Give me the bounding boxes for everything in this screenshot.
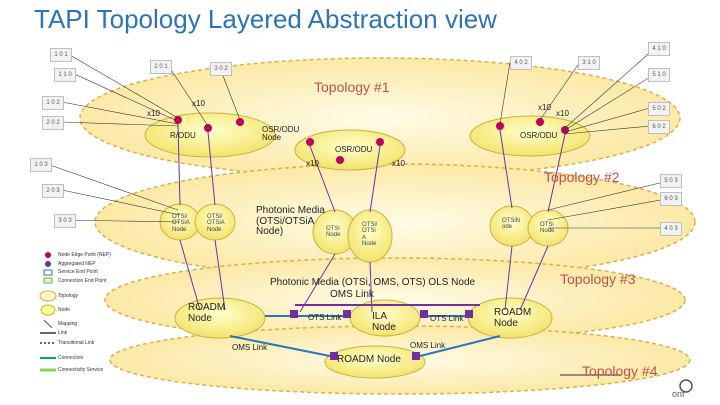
otsi-node-label: OTSi Node (326, 226, 341, 239)
otsi-node-label: OTSi/ OTSiA Node (172, 214, 190, 233)
multiplier-x10: x10 (192, 99, 205, 108)
nep-box: 1 1 0 (54, 68, 76, 82)
otsi-node-label: OTSi Node (540, 222, 555, 235)
legend-connectivity-service: Connectivity Service (58, 367, 104, 373)
legend-connection: Connection (58, 355, 84, 361)
nep-box: 4 0 2 (510, 56, 532, 70)
legend-icons (39, 252, 57, 372)
nep-box: 4 1 0 (648, 42, 670, 56)
roadm-node-bottom-oval (324, 345, 426, 379)
side-connectors (49, 47, 673, 229)
multiplier-x10: x10 (556, 109, 569, 118)
osr-node-right (469, 115, 591, 157)
nep-box: 1 0 3 (30, 158, 52, 172)
topology-2-label: Topology #2 (544, 169, 620, 185)
roadm-node-left-label: ROADM Node (188, 302, 226, 324)
osr-odu-left-label: R/ODU (170, 131, 196, 140)
multiplier-x10: x10 (392, 159, 405, 168)
nep-box: 6 0 2 (648, 120, 670, 134)
legend-nep: Node Edge Point (NEP) (58, 252, 111, 258)
multiplier-x10: x10 (147, 109, 160, 118)
nep-box: 5 0 3 (660, 174, 682, 188)
nep-box: 1 0 2 (42, 96, 64, 110)
legend-transitional-link: Transitional Link (58, 340, 95, 346)
photonic-ols-label: Photonic Media (OTSi, OMS, OTS) OLS Node (270, 277, 476, 288)
mapping-lines (177, 123, 566, 313)
oms-link-left-label: OMS Link (232, 343, 268, 352)
nep-box: 2 0 2 (42, 116, 64, 130)
otsi-node-group-center (312, 209, 393, 263)
page-title: TAPI Topology Layered Abstraction view (34, 4, 497, 34)
nep-box: 3 1 0 (578, 56, 600, 70)
nep-box: 6 0 3 (660, 192, 682, 206)
roadm-node-left-oval (174, 297, 266, 339)
nep-box: 1 0 1 (50, 48, 72, 62)
legend-mapping: Mapping (58, 321, 78, 327)
otsi-node-label: OTSi/ OTSiA Node (207, 214, 225, 233)
legend-cep: Connection End Point (58, 278, 107, 284)
nep-box: 5 1 0 (648, 68, 670, 82)
osr-odu-right-label: OSR/ODU (520, 131, 558, 140)
nep-box: 3 0 3 (54, 214, 76, 228)
nep-box: 3 0 2 (210, 62, 232, 76)
ila-node-label: ILA Node (372, 311, 396, 333)
legend-aggregated-nep: Aggregated NEP (58, 261, 96, 267)
nep-box: 5 0 2 (648, 102, 670, 116)
legend-node: Node (58, 307, 70, 313)
onf-brand: onf (672, 389, 685, 399)
nep-box: 2 0 3 (42, 184, 64, 198)
multiplier-x10: x10 (306, 159, 319, 168)
osr-odu-mid-label: OSR/ODU (335, 145, 373, 154)
topology-1-label: Topology #1 (314, 79, 390, 95)
topology-4-label: Topology #4 (582, 363, 658, 379)
topology-layer-2 (94, 163, 696, 281)
oms-link-top-label: OMS Link (330, 289, 374, 300)
otsi-node-label: OTSi/ OTSi A Node (362, 222, 378, 247)
onf-logo (679, 379, 693, 393)
otsi-node-label: OTSiN ode (502, 218, 520, 231)
photonic-media-label: Photonic Media (OTSi/OTSiA Node) (256, 205, 325, 237)
roadm-node-bottom-label: ROADM Node (337, 354, 401, 365)
nep-box: 4 0 3 (660, 222, 682, 236)
roadm-node-right-label: ROADM Node (494, 307, 532, 329)
multiplier-x10: x10 (538, 103, 551, 112)
topology-3-label: Topology #3 (560, 271, 636, 287)
ots-link-left-label: OTS Link (308, 313, 342, 322)
oms-link-right-label: OMS Link (410, 341, 446, 350)
legend-link: Link (58, 330, 68, 336)
oms-link-lines-bottom (229, 335, 501, 357)
ots-link-right-label: OTS Link (430, 314, 464, 323)
osr-odu-node-label: OSR/ODU Node (262, 125, 300, 143)
link-nodes (290, 310, 473, 360)
nep-box: 2 0 1 (150, 60, 172, 74)
legend-topology: Topology (58, 293, 79, 299)
legend-sep: Service End Point (58, 269, 98, 275)
